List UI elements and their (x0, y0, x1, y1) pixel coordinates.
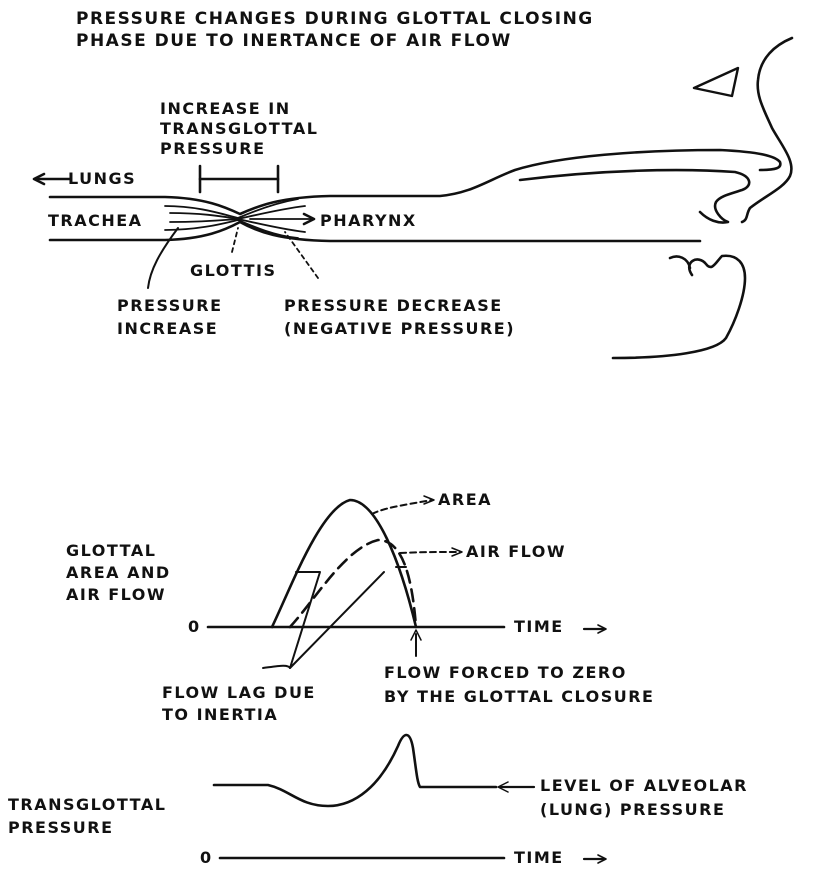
pharynx-label: PHARYNX (320, 210, 417, 231)
increase-label-line-1: INCREASE IN (160, 98, 291, 119)
nasal-floor (520, 170, 749, 222)
flow-lag-line-2: TO INERTIA (162, 704, 278, 725)
area-plot-zero-label: 0 (188, 616, 201, 637)
flow-forced-line-2: BY THE GLOTTAL CLOSURE (384, 686, 654, 707)
face-profile (742, 38, 792, 222)
alveolar-level-line-1: LEVEL OF ALVEOLAR (540, 775, 748, 796)
increase-label-line-2: TRANSGLOTTAL (160, 118, 318, 139)
pressure-plot-zero-label: 0 (200, 847, 213, 868)
figure-title-line-2: PHASE DUE TO INERTANCE OF AIR FLOW (76, 30, 512, 52)
area-plot-ylabel-line-1: GLOTTAL (66, 540, 156, 561)
pressure-increase-line-2: INCREASE (117, 318, 218, 339)
area-flow-plot (208, 496, 606, 668)
area-leader-arrowhead (424, 496, 434, 504)
trachea-label: TRACHEA (48, 210, 143, 231)
pressure-decrease-line-1: PRESSURE DECREASE (284, 295, 503, 316)
chin-contour (613, 256, 745, 358)
airway-upper-wall (50, 150, 780, 214)
pressure-increase-line-1: PRESSURE (117, 295, 223, 316)
pressure-increase-pointer (148, 228, 178, 288)
area-leader (372, 500, 432, 514)
flow-forced-line-1: FLOW FORCED TO ZERO (384, 662, 627, 683)
increase-label-line-3: PRESSURE (160, 138, 266, 159)
pressure-plot-ylabel-line-2: PRESSURE (8, 817, 114, 838)
figure-title-line-1: PRESSURE CHANGES DURING GLOTTAL CLOSING (76, 8, 594, 30)
pressure-decrease-line-2: (NEGATIVE PRESSURE) (284, 318, 515, 339)
lungs-label: LUNGS (68, 168, 136, 189)
area-plot-ylabel-line-3: AIR FLOW (66, 584, 166, 605)
air-flow-curve-label: AIR FLOW (466, 541, 566, 562)
air-flow-curve (290, 540, 416, 627)
pressure-plot-time-label: TIME (514, 847, 564, 868)
tongue-contour (670, 256, 690, 268)
eye-icon (694, 68, 738, 96)
area-plot-time-label: TIME (514, 616, 564, 637)
area-curve-label: AREA (438, 489, 492, 510)
area-plot-ylabel-line-2: AREA AND (66, 562, 171, 583)
air-flow-leader (400, 552, 460, 553)
pressure-plot-ylabel-line-1: TRANSGLOTTAL (8, 794, 166, 815)
flow-lag-line-1: FLOW LAG DUE (162, 682, 316, 703)
glottis-pointer (232, 228, 238, 252)
glottis-label: GLOTTIS (190, 260, 277, 281)
transglottal-pressure-curve (214, 735, 496, 806)
flow-lag-pointer (263, 666, 290, 668)
alveolar-level-line-2: (LUNG) PRESSURE (540, 799, 725, 820)
flow-lag-line (290, 572, 384, 668)
